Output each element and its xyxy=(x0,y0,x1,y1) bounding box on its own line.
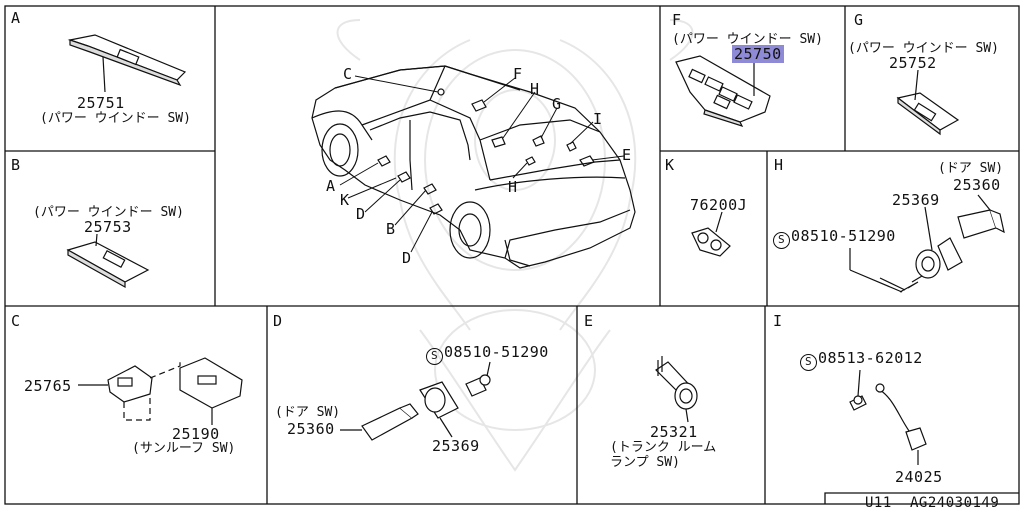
part-number-24025: 24025 xyxy=(895,468,943,486)
part-number-25321: 25321 xyxy=(650,423,698,441)
standard-part-symbol-d: S xyxy=(426,348,443,365)
car-callout-c: C xyxy=(343,65,353,83)
panel-k-letter: K xyxy=(665,156,675,174)
car-callout-d-bottom: D xyxy=(402,249,412,267)
door-switch-d-drawing xyxy=(340,361,491,441)
part-number-25369-h: 25369 xyxy=(892,191,940,209)
standard-part-symbol: S xyxy=(773,232,790,249)
desc-25750: (パワー ウインドー SW) xyxy=(672,32,823,47)
car-callout-g: G xyxy=(552,95,562,113)
car-callout-f: F xyxy=(513,65,523,83)
desc-25321-line2: ランプ SW) xyxy=(610,455,680,470)
door-switch-h-drawing xyxy=(849,194,1005,293)
panel-h-letter: H xyxy=(774,156,784,174)
switch-25750-drawing xyxy=(675,55,771,127)
sunroof-switch-drawing xyxy=(78,357,243,425)
part-number-25360-h: 25360 xyxy=(953,176,1001,194)
panel-g-letter: G xyxy=(854,11,864,29)
desc-25321-line1: (トランク ルーム xyxy=(610,440,717,455)
desc-25190: (サンルーフ SW) xyxy=(132,441,236,456)
footer-code: AG24030149 xyxy=(910,495,1000,511)
part-number-25753: 25753 xyxy=(84,218,132,236)
switch-25751-drawing xyxy=(67,34,187,93)
switch-25753-drawing xyxy=(66,233,150,289)
part-number-25750-highlight: 25750 xyxy=(732,45,784,63)
desc-25751: (パワー ウインドー SW) xyxy=(40,111,191,126)
bolt-number-d: 08510-51290 xyxy=(444,343,549,361)
panel-c-letter: C xyxy=(11,312,21,330)
part-76200j-drawing xyxy=(691,211,731,257)
lamp-switch-drawing xyxy=(655,356,698,423)
car-callout-a: A xyxy=(326,177,336,195)
car-callout-b: B xyxy=(386,220,396,238)
car-callout-h-top: H xyxy=(530,80,540,98)
car-callout-e: E xyxy=(622,146,632,164)
bolt-number-h: 08510-51290 xyxy=(791,227,896,245)
car-drawing xyxy=(311,65,636,269)
panel-a-letter: A xyxy=(11,9,21,27)
desc-25752: (パワー ウインドー SW) xyxy=(848,41,999,56)
panel-borders xyxy=(4,5,1020,505)
part-number-25369-d: 25369 xyxy=(432,437,480,455)
desc-door-sw-h: (ドア SW) xyxy=(938,161,1004,176)
part-number-25360-d: 25360 xyxy=(287,420,335,438)
standard-part-symbol-i: S xyxy=(800,354,817,371)
bolt-number-i: 08513-62012 xyxy=(818,349,923,367)
panel-b-letter: B xyxy=(11,156,21,174)
watermark-emblem xyxy=(336,19,694,472)
car-callout-h-bottom: H xyxy=(508,178,518,196)
part-number-25752: 25752 xyxy=(889,54,937,72)
part-number-25190: 25190 xyxy=(172,425,220,443)
panel-d-letter: D xyxy=(273,312,283,330)
part-24025-drawing xyxy=(849,369,927,465)
part-number-25765: 25765 xyxy=(24,377,72,395)
part-number-76200j: 76200J xyxy=(690,196,748,214)
desc-door-sw-d: (ドア SW) xyxy=(275,405,341,420)
switch-25752-drawing xyxy=(896,69,960,136)
car-callout-i: I xyxy=(593,110,603,128)
panel-e-letter: E xyxy=(584,312,594,330)
car-callout-d-left: D xyxy=(356,205,366,223)
panel-i-letter: I xyxy=(773,312,783,330)
part-number-25751: 25751 xyxy=(77,94,125,112)
footer-model: U11 xyxy=(865,495,892,511)
panel-f-letter: F xyxy=(672,11,682,29)
desc-25753: (パワー ウインドー SW) xyxy=(33,205,184,220)
car-callout-lines xyxy=(339,75,625,253)
part-number-25750: 25750 xyxy=(732,45,784,63)
car-callout-k: K xyxy=(340,191,350,209)
